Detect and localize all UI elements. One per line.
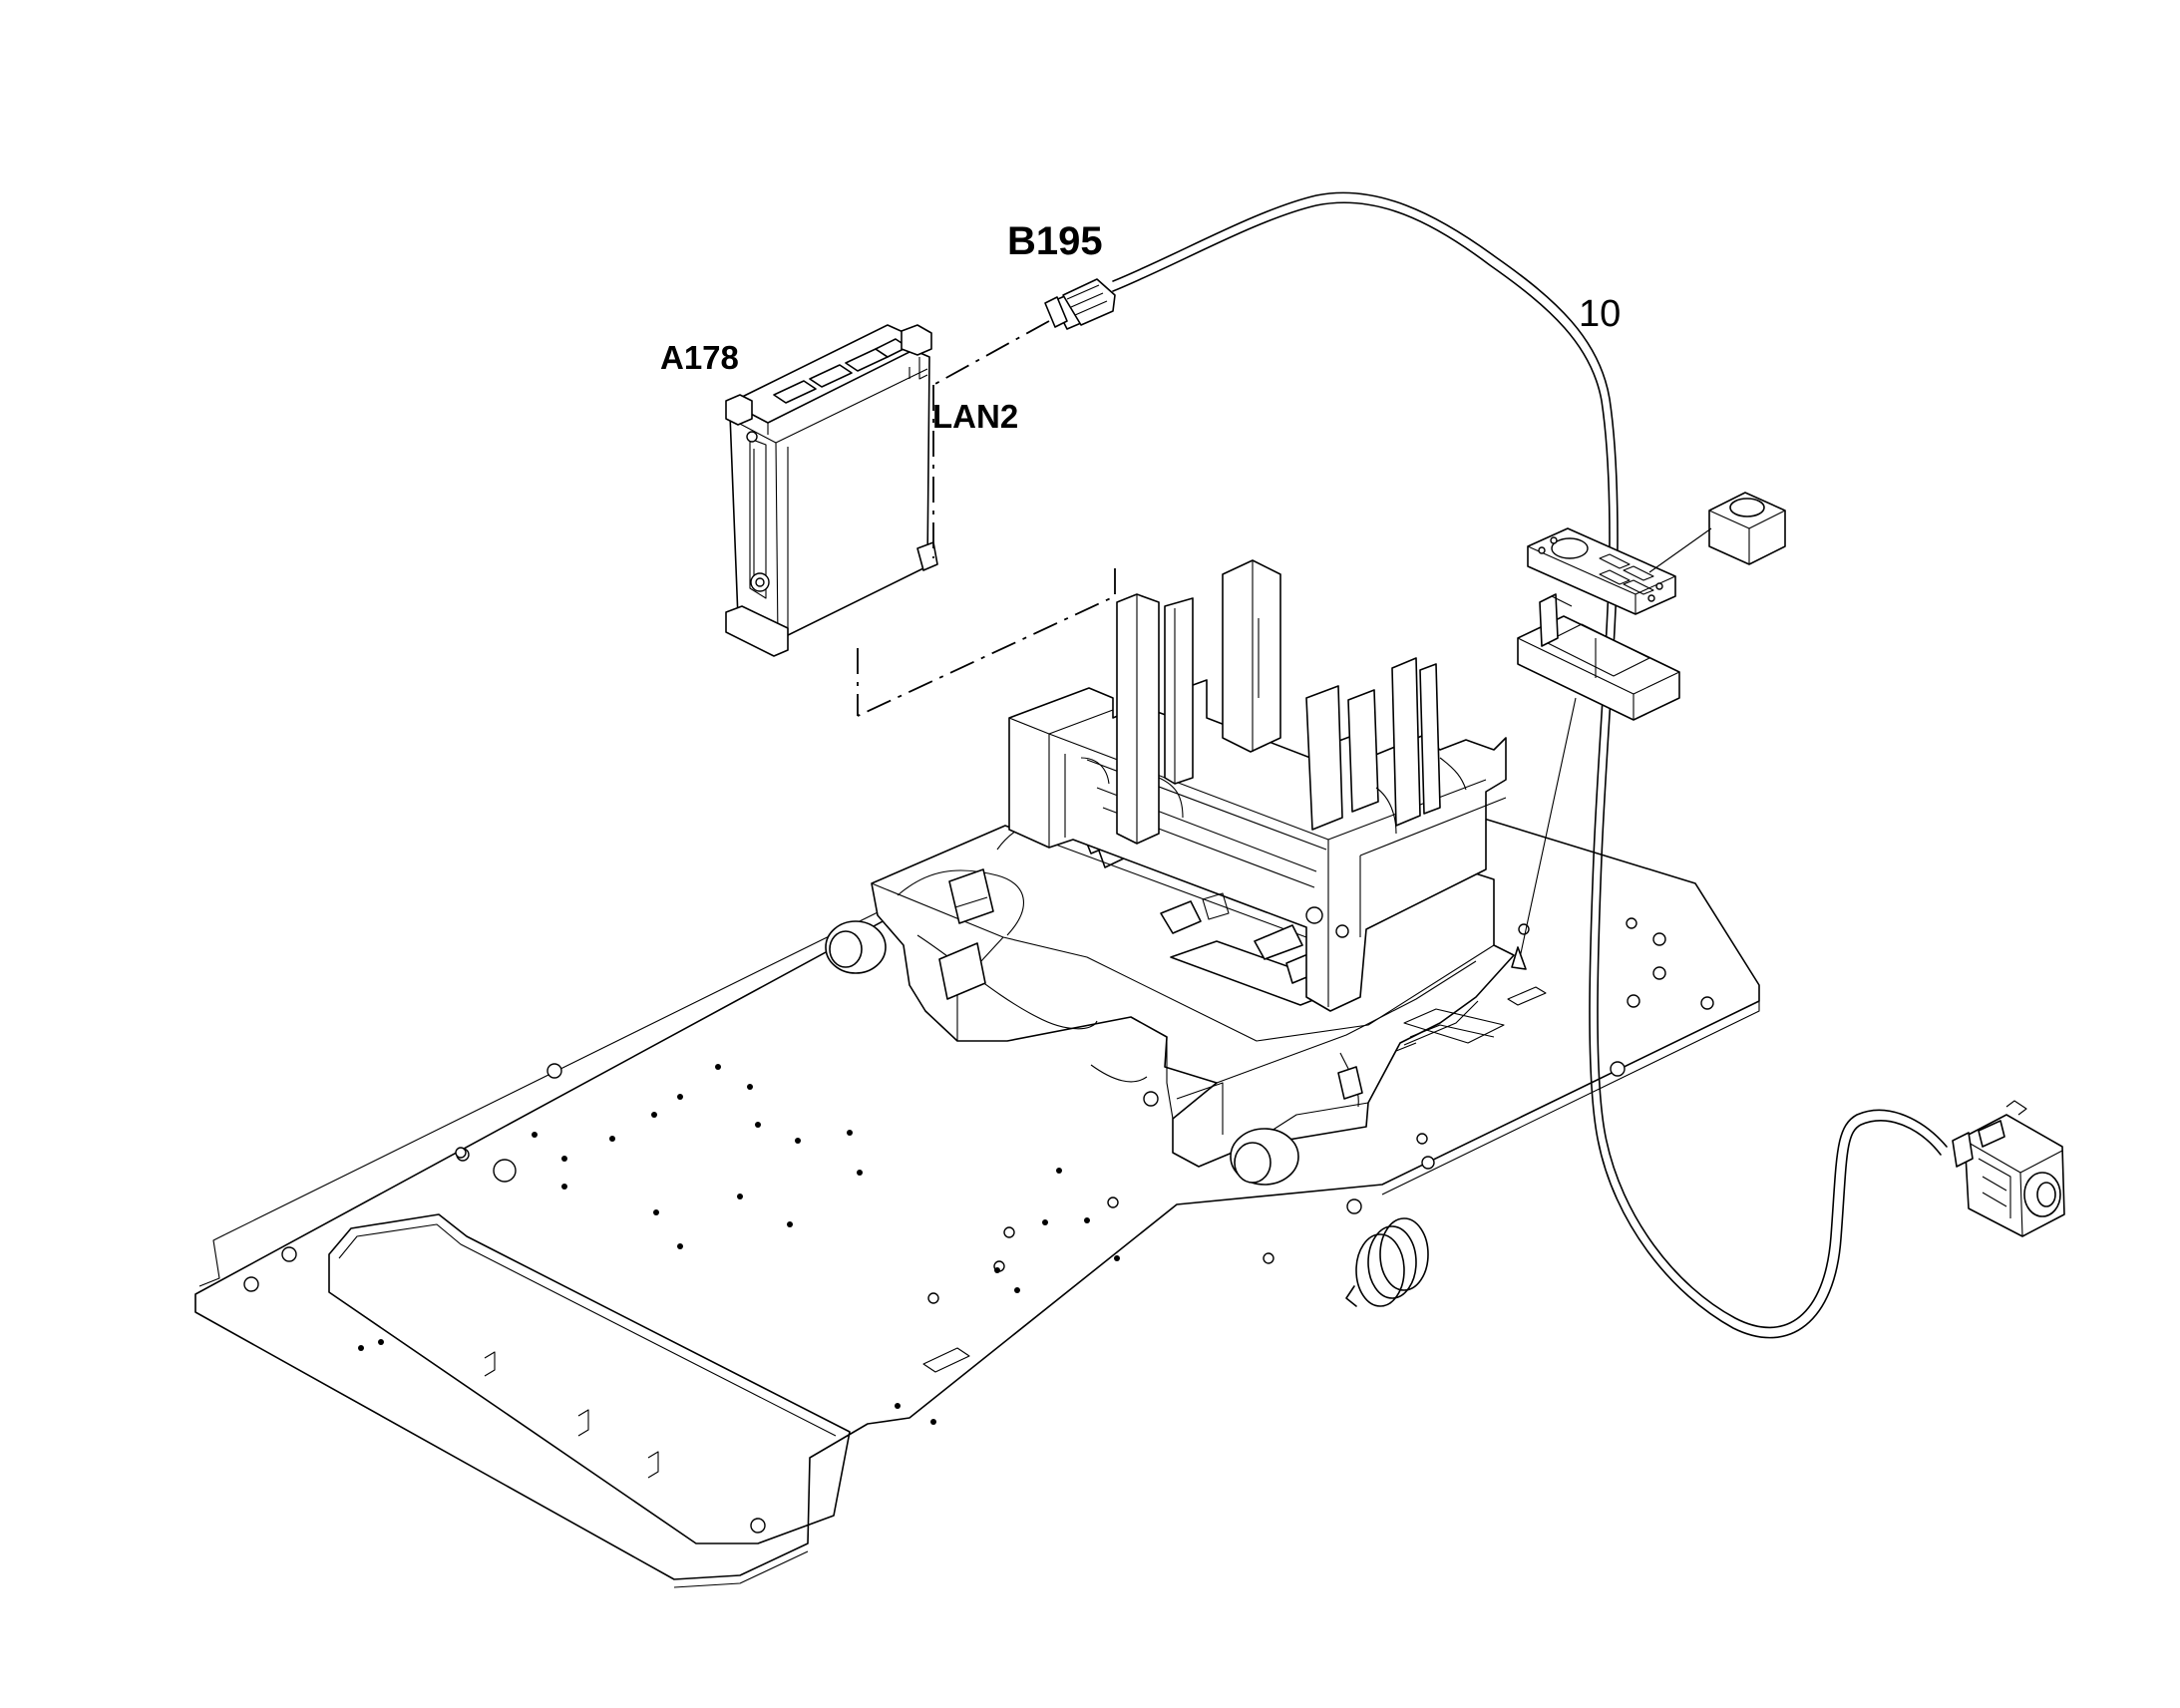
cable-clamp-lower xyxy=(1517,593,1680,721)
grommet-block xyxy=(1708,492,1786,565)
plate-holes xyxy=(243,917,1714,1534)
cable-clamp-upper xyxy=(1527,527,1676,615)
control-module-a178 xyxy=(725,324,938,657)
sensor-camera xyxy=(1952,1100,2065,1237)
spring-coil xyxy=(1345,1217,1429,1307)
carriage-assembly xyxy=(825,559,1515,1186)
assembly-lines xyxy=(857,320,1712,970)
cable-10 xyxy=(1044,191,2065,1339)
callout-item-10: 10 xyxy=(1579,293,1622,335)
rj45-connector-b195 xyxy=(1044,278,1116,330)
rollers xyxy=(825,920,1299,1186)
callout-lan2: LAN2 xyxy=(932,398,1019,435)
callout-a178: A178 xyxy=(660,339,739,376)
callout-b195: B195 xyxy=(1007,219,1103,263)
